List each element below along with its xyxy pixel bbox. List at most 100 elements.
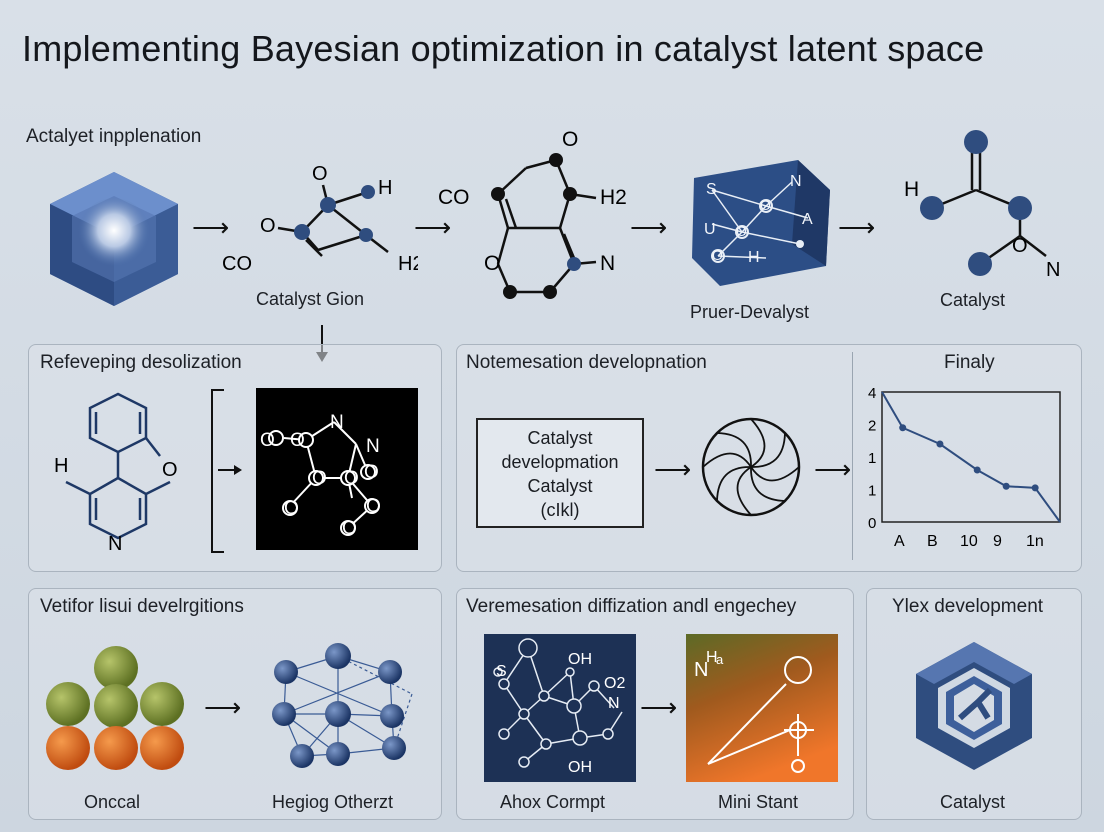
molecule-4: H O N <box>904 130 1060 281</box>
atom-label: O <box>312 468 327 489</box>
sphere-stack-icon <box>46 646 184 770</box>
right-arrow-icon: ⟶ <box>192 212 230 242</box>
panel-divider <box>852 352 853 560</box>
y-tick-label: 0 <box>868 515 876 532</box>
x-tick-label: B <box>927 533 938 550</box>
catalyst-dev-box: Catalyst developmation Catalyst (cIkl) <box>476 418 644 528</box>
gradient-panel: N H a <box>686 634 838 782</box>
atom-label: O <box>344 468 359 489</box>
box-line: developmation <box>501 452 619 472</box>
atom-label: O <box>760 197 771 213</box>
mini-stant-caption: Mini Stant <box>718 792 799 812</box>
atom-label: H <box>378 177 392 199</box>
chart-point <box>1031 484 1039 492</box>
molecule-1: O H O CO H2 <box>222 163 418 275</box>
atom-label: N <box>1046 259 1060 281</box>
atom-label: N <box>694 659 708 681</box>
pruer-devalyst-caption: Pruer-Devalyst <box>690 302 810 322</box>
x-tick-label: 1n <box>1026 533 1044 550</box>
atom-label: O <box>284 498 299 519</box>
ylex-label: Ylex development <box>892 596 1044 617</box>
box-line: Catalyst <box>527 476 593 496</box>
hegiog-caption: Hegiog Otherzt <box>272 792 394 812</box>
atom-label: H <box>54 455 68 477</box>
y-tick-label: 2 <box>868 418 876 435</box>
atom-label: O <box>562 128 578 151</box>
atom-label: O <box>366 496 381 517</box>
molecule-2: O CO H2 O N <box>438 128 627 299</box>
right-arrow-icon: ⟶ <box>838 212 876 242</box>
down-arrow-icon <box>321 325 323 355</box>
right-arrow-icon: ⟶ <box>640 692 678 722</box>
right-arrow-icon: ⟶ <box>204 692 242 722</box>
x-tick-label: 10 <box>960 533 978 550</box>
atom-label: O <box>290 430 305 451</box>
desolization-label: Refeveping desolization <box>40 352 242 373</box>
atom-label: N <box>600 252 615 275</box>
atom-label: N <box>608 695 620 712</box>
chart-point <box>973 466 981 474</box>
glowing-cube-icon <box>50 172 178 306</box>
chart-point <box>936 440 944 448</box>
catalyst-bottom-caption: Catalyst <box>940 792 1006 812</box>
page-title: Implementing Bayesian optimization in ca… <box>22 28 985 69</box>
bracket-arrow <box>211 389 242 553</box>
y-tick-label: 4 <box>868 385 876 402</box>
ring-molecule: H O N <box>54 392 178 555</box>
atom-label: S <box>706 181 717 198</box>
atom-label: a <box>716 652 724 667</box>
atom-label: N <box>108 533 122 555</box>
y-tick-label: 1 <box>868 450 876 467</box>
atom-label: CO <box>222 253 252 275</box>
notemesation-label: Notemesation developnation <box>466 352 707 373</box>
onccal-caption: Onccal <box>84 792 141 812</box>
atom-label: H <box>706 649 718 666</box>
atom-label: N <box>790 173 802 190</box>
atom-label: O <box>342 518 357 539</box>
atom-label: H2 <box>398 253 418 275</box>
atom-label: O <box>484 252 500 275</box>
lattice-box-icon: S N O A U O O H <box>692 160 830 286</box>
atom-label: O <box>712 247 723 263</box>
box-line: (cIkl) <box>540 500 580 520</box>
atom-label: O <box>162 459 178 481</box>
box-line: Catalyst <box>527 428 593 448</box>
atom-label: N <box>330 412 344 433</box>
atom-label: O <box>260 215 276 237</box>
atom-label: O <box>364 462 379 483</box>
atom-label: H2 <box>600 186 627 209</box>
hexagon-logo-icon <box>916 642 1032 770</box>
right-arrow-icon: ⟶ <box>654 454 692 484</box>
x-tick-label: 9 <box>993 533 1002 550</box>
lattice-network-icon <box>272 643 413 768</box>
atom-label: A <box>802 211 813 228</box>
dark-molecule-panel: S OH O2 N OH <box>484 634 636 782</box>
atom-label: H <box>904 178 919 201</box>
spiral-aperture-icon <box>701 417 801 517</box>
atom-label: O <box>312 163 328 185</box>
atom-label: O <box>260 430 275 451</box>
atom-label: OH <box>568 651 592 668</box>
chart-point <box>899 424 907 432</box>
y-tick-label: 1 <box>868 483 876 500</box>
right-arrow-icon: ⟶ <box>414 212 452 242</box>
chart-series-line <box>881 391 1061 523</box>
atom-label: S <box>496 663 507 680</box>
chart-plot-area <box>881 391 1061 523</box>
vetifor-label: Vetifor lisui develrgitions <box>40 596 244 617</box>
right-arrow-icon: ⟶ <box>814 454 852 484</box>
veremesation-label: Veremesation diffization andl engechey <box>466 596 797 617</box>
catalyst-caption: Catalyst <box>940 290 1006 310</box>
atom-label: OH <box>568 759 592 776</box>
atom-label: U <box>704 221 716 238</box>
atom-label: O <box>736 223 747 239</box>
atom-label: O2 <box>604 675 625 692</box>
ahox-caption: Ahox Cormpt <box>500 792 606 812</box>
atom-label: H <box>748 249 760 266</box>
atom-label: N <box>366 436 380 457</box>
x-tick-label: A <box>894 533 905 550</box>
right-arrow-icon: ⟶ <box>630 212 668 242</box>
black-graph-panel: O O N N O O O O O O <box>256 388 418 550</box>
finaly-label: Finaly <box>944 352 995 373</box>
